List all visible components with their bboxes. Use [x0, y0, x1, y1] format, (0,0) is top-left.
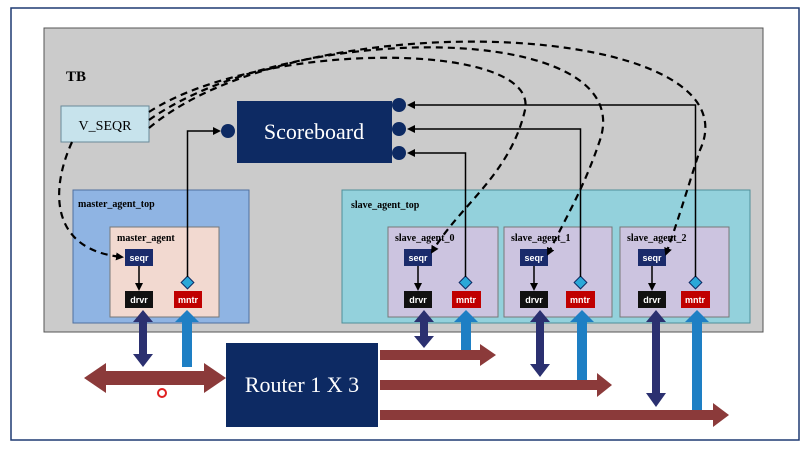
slave-1-seqr-box — [520, 249, 548, 266]
v-seqr-to-master-seqr-link — [58, 141, 124, 261]
master-drvr-bus-arrow — [133, 310, 153, 367]
master-seqr-box — [125, 249, 153, 266]
slave-agent-0-label: slave_agent_0 — [395, 233, 454, 244]
slave-agent-1-label: slave_agent_1 — [511, 233, 570, 244]
master-agent-label: master_agent — [117, 233, 175, 244]
v-seqr-label: V_SEQR — [79, 119, 133, 134]
slave-1-drvr-bus-arrow — [530, 310, 550, 377]
slave-2-mntr-port-diamond — [688, 275, 703, 290]
slave-1-drvr-label: drvr — [525, 295, 543, 305]
slave-2-mntr-to-scoreboard-link — [407, 101, 697, 277]
slave-2-mntr-bus-arrow — [685, 310, 709, 410]
master-agent-top-label: master_agent_top — [78, 199, 155, 210]
slave-2-seqr-box — [638, 249, 666, 266]
master-mntr-port-diamond — [180, 275, 195, 290]
slave-0-seqr-label: seqr — [408, 253, 428, 263]
master-mntr-label: mntr — [178, 295, 198, 305]
tb-label: TB — [66, 69, 86, 85]
slave-1-seqr-label: seqr — [524, 253, 544, 263]
slave-0-bus-arrow — [380, 344, 496, 366]
slave-2-drvr-bus-arrow — [646, 310, 666, 407]
slave-agent-2-label: slave_agent_2 — [627, 233, 686, 244]
slave-1-mntr-port-diamond — [573, 275, 588, 290]
slave-0-mntr-bus-arrow — [454, 310, 478, 350]
slave-1-mntr-to-scoreboard-link — [407, 125, 582, 277]
slave-0-seqr-box — [404, 249, 432, 266]
scoreboard-port-3 — [392, 146, 406, 160]
v-seqr-to-slave-2-seqr-link — [148, 40, 707, 256]
slave-1-mntr-box — [566, 291, 595, 308]
master-seqr-label: seqr — [129, 253, 149, 263]
slave-1-mntr-bus-arrow — [570, 310, 594, 380]
master-mntr-bus-arrow — [175, 310, 199, 367]
v-seqr-box — [60, 105, 150, 143]
slave-1-bus-arrow — [380, 373, 612, 397]
slave-2-seqr-label: seqr — [642, 253, 662, 263]
slave-2-mntr-box — [681, 291, 710, 308]
router-box — [226, 343, 378, 427]
master-drvr-label: drvr — [130, 295, 148, 305]
slave-agent-top-label: slave_agent_top — [351, 200, 420, 211]
slave-1-drvr-box — [520, 291, 548, 308]
scoreboard-label: Scoreboard — [264, 119, 364, 144]
slave-2-bus-arrow — [380, 403, 729, 427]
master-mntr-to-scoreboard-link — [186, 127, 221, 277]
slave-2-drvr-box — [638, 291, 666, 308]
scoreboard-port-left — [221, 124, 235, 138]
slave-0-mntr-to-scoreboard-link — [407, 149, 467, 277]
master-bus-arrow — [84, 363, 226, 393]
master-drvr-box — [125, 291, 153, 308]
slave-1-mntr-label: mntr — [570, 295, 590, 305]
slave-0-drvr-bus-arrow — [414, 310, 434, 348]
slave-0-mntr-box — [452, 291, 481, 308]
slave-0-drvr-box — [404, 291, 432, 308]
cursor-marker — [157, 388, 167, 398]
master-mntr-box — [174, 291, 202, 308]
slave-2-drvr-label: drvr — [643, 295, 661, 305]
scoreboard-box — [237, 101, 392, 163]
slave-0-drvr-label: drvr — [409, 295, 427, 305]
scoreboard-port-1 — [392, 98, 406, 112]
slave-0-mntr-port-diamond — [458, 275, 473, 290]
slave-2-mntr-label: mntr — [685, 295, 705, 305]
router-label: Router 1 X 3 — [245, 372, 359, 397]
scoreboard-port-2 — [392, 122, 406, 136]
slave-0-mntr-label: mntr — [456, 295, 476, 305]
